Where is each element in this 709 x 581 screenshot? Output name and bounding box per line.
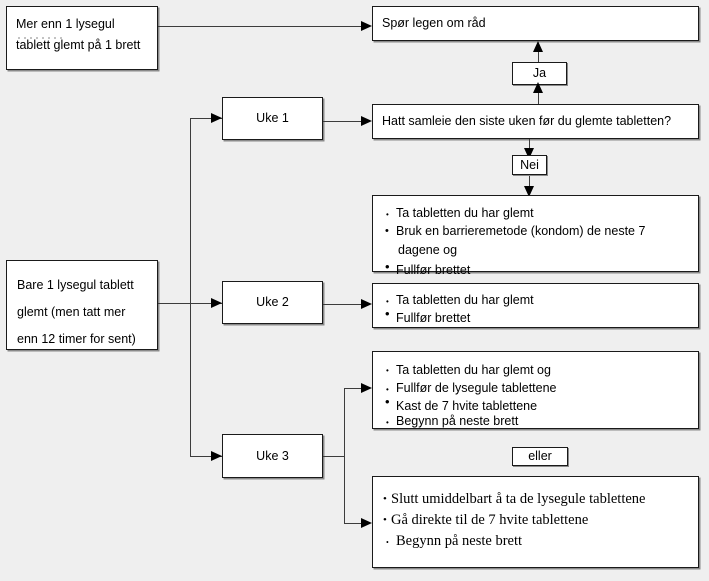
list-item: dagene og [398,243,458,257]
arrowhead-ja-to-doctor [533,41,543,52]
node-uke-1: Uke 1 [222,97,323,140]
list-item: Slutt umiddelbart å ta de lysegule table… [383,489,688,510]
node-start-bottom-line3: enn 12 timer for sent) [17,332,136,346]
arrowhead-bus-to-uke2 [211,298,222,308]
arrowhead-uke2-to-advice [361,299,372,309]
node-start-bottom: Bare 1 lysegul tablett glemt (men tatt m… [6,260,158,350]
edge-ja-to-doctor [538,45,540,63]
arrowhead-bus-to-uke3 [211,451,222,461]
edge-uke3-to-option-a [344,388,362,390]
node-uke-3: Uke 3 [222,434,323,478]
arrowhead-uke3-to-option-b [361,518,372,528]
node-uke-2-label: Uke 2 [256,295,289,310]
list-item: Ta tabletten du har glemt [383,205,688,223]
list-item: Bruk en barrieremetode (kondom) de neste… [383,222,688,240]
node-start-bottom-line1: Bare 1 lysegul tablett [17,278,134,292]
advice-week3-option-a-list: Ta tabletten du har glemt og Fullfør de … [383,361,688,430]
edge-question-to-nei [529,139,531,151]
arrowhead-uke1-to-question [361,116,372,126]
node-start-top-line1: Mer enn 1 lysegul [16,17,115,31]
node-start-bottom-line2: glemt (men tatt mer [17,305,126,319]
edge-question-to-ja [538,86,540,104]
edge-uke3-stem [323,456,345,458]
edge-uke3-split-bus [344,388,346,524]
arrowhead-uke3-to-option-a [361,383,372,393]
edge-uke3-to-option-b [344,523,362,525]
edge-bus-to-uke3 [190,456,222,458]
edge-start-top-to-doctor [158,26,362,28]
node-advice-week3-option-a: Ta tabletten du har glemt og Fullfør de … [372,351,699,430]
advice-week2-list: Ta tabletten du har glemt Fullfør brette… [383,292,688,327]
node-start-top: Mer enn 1 lysegul tablett glemt på 1 bre… [6,6,158,70]
node-advice-week2: Ta tabletten du har glemt Fullfør brette… [372,283,699,328]
node-uke-2: Uke 2 [222,281,323,324]
node-uke-3-label: Uke 3 [256,448,289,463]
node-label-eller: eller [512,447,568,466]
edge-uke2-to-advice [323,304,362,306]
node-label-nei: Nei [512,155,547,175]
advice-week3-option-b-list: Slutt umiddelbart å ta de lysegule table… [383,489,688,553]
list-item: Begynn på neste brett [383,531,688,553]
arrowhead-question-to-nei [524,148,534,159]
edge-week-branch-bus [190,118,192,457]
list-item: Begynn på neste brett [383,414,688,430]
node-ask-doctor-label: Spør legen om råd [382,16,486,31]
arrowhead-bus-to-uke1 [211,113,222,123]
edge-bus-to-uke1 [190,118,222,120]
arrowhead-nei-to-advice1 [524,186,534,197]
list-item: Fullfør brettet [383,257,688,280]
advice-week1-no-list: Ta tabletten du har glemt Bruk en barrie… [383,205,688,280]
node-label-eller-text: eller [528,449,552,464]
node-label-ja-text: Ja [532,66,547,81]
edge-uke1-to-question [323,121,362,123]
list-item: Fullfør de lysegule tablettene [383,379,688,399]
node-advice-week3-option-b: Slutt umiddelbart å ta de lysegule table… [372,476,699,568]
node-label-nei-text: Nei [520,157,539,172]
list-item: Ta tabletten du har glemt og [383,361,688,380]
node-start-top-line2: tablett glemt på 1 brett [16,38,141,52]
node-ask-doctor: Spør legen om råd [372,6,699,41]
list-item: Gå direkte til de 7 hvite tablettene [383,510,688,531]
edge-nei-to-advice1 [529,176,531,190]
list-item: Fullfør brettet [383,305,688,327]
node-advice-week1-no: Ta tabletten du har glemt Bruk en barrie… [372,195,699,277]
list-item: Kast de 7 hvite tablettene [383,394,688,414]
edge-start-bottom-stem [158,303,191,305]
arrowhead-start-top-to-doctor [361,21,372,31]
arrowhead-question-to-ja [533,82,543,93]
node-question-label: Hatt samleie den siste uken før du glemt… [382,114,672,129]
list-item: Ta tabletten du har glemt [383,292,688,310]
node-uke-1-label: Uke 1 [256,111,289,126]
scan-artifact [18,37,62,39]
node-question-intercourse: Hatt samleie den siste uken før du glemt… [372,104,699,139]
edge-bus-to-uke2 [190,303,222,305]
